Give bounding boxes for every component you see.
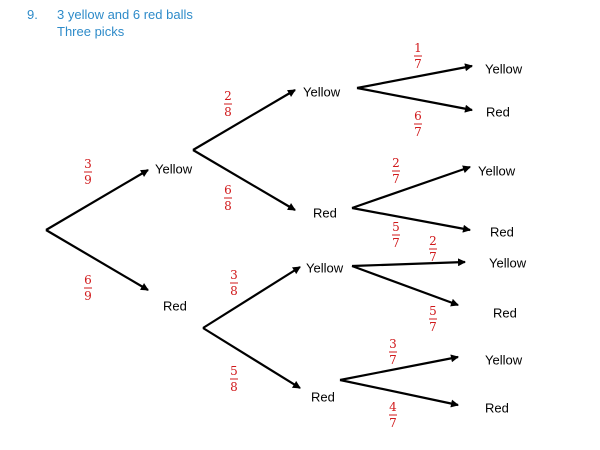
fraction-denominator: 9: [84, 173, 92, 187]
fraction-denominator: 7: [414, 125, 422, 139]
fraction-denominator: 7: [392, 172, 400, 186]
outcome-label-yellow: Yellow: [303, 84, 341, 99]
fraction-numerator: 6: [224, 183, 232, 197]
outcome-label-red: Red: [493, 305, 517, 320]
tree-branch: [192, 149, 296, 211]
tree-branch: [339, 354, 459, 382]
fraction-denominator: 7: [389, 416, 397, 430]
outcome-label-yellow: Yellow: [155, 161, 193, 176]
fraction-denominator: 7: [429, 250, 437, 264]
fraction-denominator: 8: [230, 380, 238, 394]
fraction-numerator: 3: [389, 337, 397, 351]
question-title: 3 yellow and 6 red balls: [57, 7, 193, 22]
tree-branch: [356, 86, 473, 113]
probability-fraction: 27: [429, 234, 437, 264]
tree-branch: [351, 206, 471, 233]
probability-fraction: 39: [84, 157, 92, 187]
tree-branch: [351, 258, 466, 268]
tree-branch: [45, 169, 149, 231]
probability-fraction: 57: [392, 220, 400, 250]
fraction-numerator: 4: [389, 400, 397, 414]
fraction-numerator: 5: [429, 304, 437, 318]
fraction-numerator: 2: [429, 234, 437, 248]
outcome-label-yellow: Yellow: [306, 260, 344, 275]
fraction-numerator: 1: [414, 41, 422, 55]
probability-fraction: 58: [230, 364, 238, 394]
fraction-numerator: 3: [84, 157, 92, 171]
probability-fraction: 28: [224, 89, 232, 119]
probability-fraction: 37: [389, 337, 397, 367]
fraction-numerator: 6: [414, 109, 422, 123]
outcome-label-yellow: Yellow: [485, 61, 523, 76]
fraction-denominator: 7: [429, 320, 437, 334]
tree-branch: [202, 327, 301, 389]
tree-branch: [339, 378, 459, 408]
outcome-label-red: Red: [485, 400, 509, 415]
outcome-label-red: Red: [490, 224, 514, 239]
tree-branch: [351, 264, 459, 307]
fraction-numerator: 5: [392, 220, 400, 234]
fraction-denominator: 7: [414, 57, 422, 71]
tree-branch: [351, 165, 471, 210]
fraction-numerator: 2: [224, 89, 232, 103]
fraction-denominator: 9: [84, 289, 92, 303]
fraction-denominator: 7: [389, 353, 397, 367]
fraction-numerator: 3: [230, 268, 238, 282]
outcome-label-red: Red: [163, 298, 187, 313]
tree-branch: [45, 229, 149, 291]
tree-branch: [356, 63, 473, 90]
tree-branch: [202, 266, 301, 329]
fraction-denominator: 8: [224, 105, 232, 119]
probability-fraction: 27: [392, 156, 400, 186]
probability-fraction: 47: [389, 400, 397, 430]
probability-fraction: 69: [84, 273, 92, 303]
fraction-numerator: 5: [230, 364, 238, 378]
probability-fraction: 57: [429, 304, 437, 334]
probability-fraction: 38: [230, 268, 238, 298]
probability-fraction: 17: [414, 41, 422, 71]
outcome-label-red: Red: [486, 104, 510, 119]
outcome-label-yellow: Yellow: [485, 352, 523, 367]
question-subtitle: Three picks: [57, 24, 125, 39]
fraction-numerator: 6: [84, 273, 92, 287]
probability-fraction: 68: [224, 183, 232, 213]
fraction-denominator: 7: [392, 236, 400, 250]
outcome-label-red: Red: [311, 389, 335, 404]
fraction-denominator: 8: [230, 284, 238, 298]
probability-fraction: 67: [414, 109, 422, 139]
outcome-label-yellow: Yellow: [489, 255, 527, 270]
question-number: 9.: [27, 7, 38, 22]
fraction-denominator: 8: [224, 199, 232, 213]
outcome-label-yellow: Yellow: [478, 163, 516, 178]
tree-branch: [192, 89, 296, 151]
fraction-numerator: 2: [392, 156, 400, 170]
outcome-label-red: Red: [313, 205, 337, 220]
